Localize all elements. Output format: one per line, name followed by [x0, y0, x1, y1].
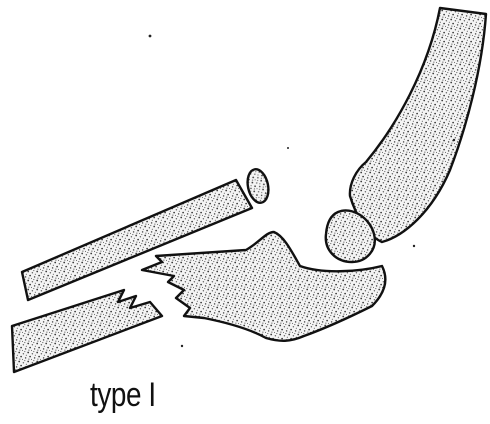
- speck: [181, 345, 183, 347]
- ulna-shaft-fragment: [12, 290, 162, 372]
- speck: [413, 245, 415, 247]
- speck: [453, 139, 455, 141]
- speck: [287, 147, 289, 149]
- speck: [149, 35, 152, 38]
- figure-label: type I: [90, 378, 156, 412]
- radial-head-bone: [245, 167, 272, 204]
- humerus-bone: [350, 8, 486, 242]
